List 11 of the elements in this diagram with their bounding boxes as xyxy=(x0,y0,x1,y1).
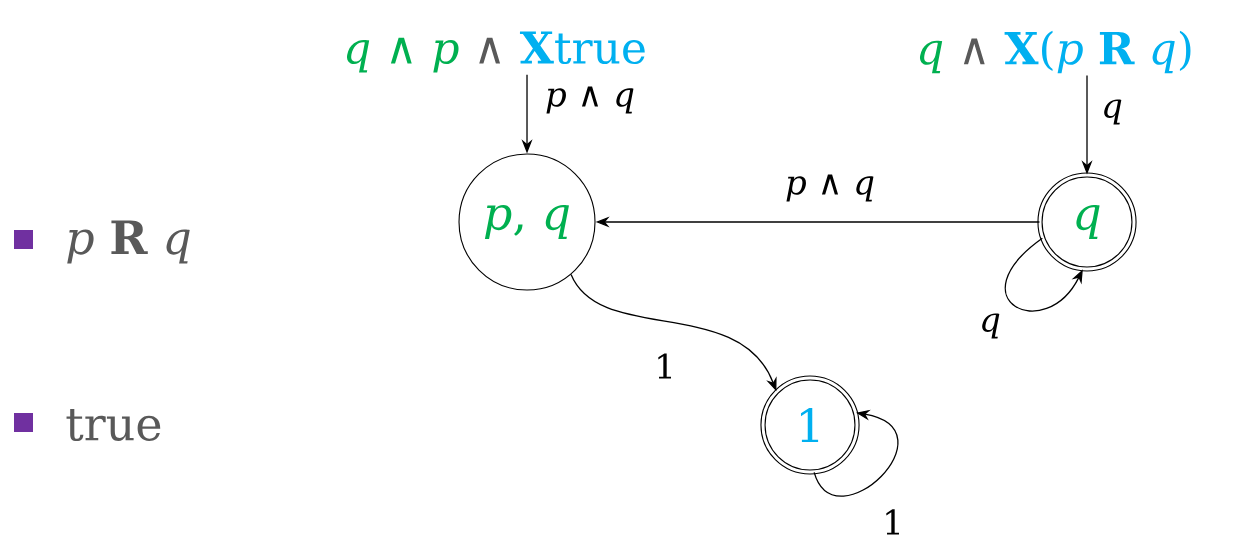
arrow xyxy=(1004,237,1083,312)
bullet-text: p R q xyxy=(67,220,190,264)
edge-label: q xyxy=(1100,98,1124,126)
formula-label: q ∧ p ∧ Xtrue xyxy=(347,31,645,73)
formula-label: q ∧ X(p R q) xyxy=(919,30,1191,74)
bullet-text: true xyxy=(66,409,161,441)
edge-label: q xyxy=(978,312,1002,340)
edge-label: p ∧ q xyxy=(544,85,637,115)
edge-label: p ∧ q xyxy=(784,173,876,203)
edge-label: 1 xyxy=(881,508,905,536)
edge-label: 1 xyxy=(653,352,677,380)
